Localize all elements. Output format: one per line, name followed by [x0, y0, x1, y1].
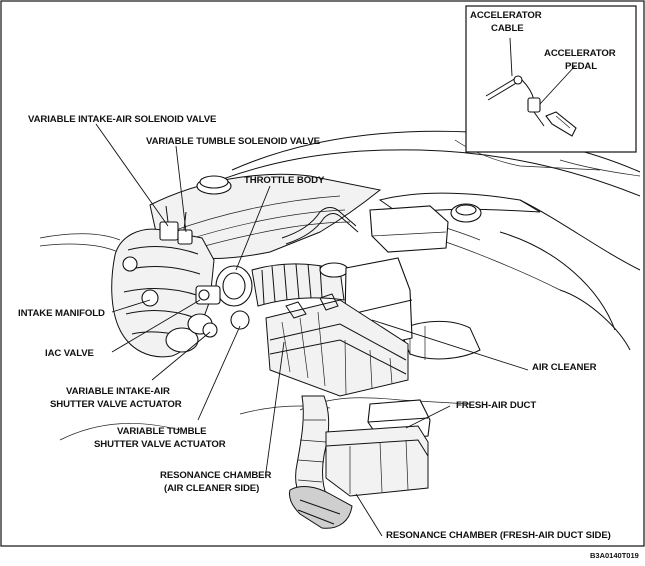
throttle-body-drawing	[195, 265, 253, 338]
label-variable-intake-air-shutter-line1: VARIABLE INTAKE-AIR	[66, 386, 170, 397]
label-intake-manifold: INTAKE MANIFOLD	[18, 308, 105, 319]
engine-bay-background	[39, 130, 641, 441]
label-variable-tumble-solenoid-valve: VARIABLE TUMBLE SOLENOID VALVE	[146, 136, 321, 147]
label-variable-intake-air-solenoid-valve: VARIABLE INTAKE-AIR SOLENOID VALVE	[28, 114, 217, 125]
label-fresh-air-duct: FRESH-AIR DUCT	[456, 400, 536, 411]
accelerator-inset	[465, 5, 637, 153]
label-variable-tumble-shutter-line2: SHUTTER VALVE ACTUATOR	[94, 439, 226, 450]
air-cleaner-drawing	[265, 257, 413, 397]
label-throttle-body: THROTTLE BODY	[244, 175, 325, 186]
figure-code: B3A0140T019	[590, 551, 639, 560]
label-resonance-chamber-fresh-air-duct: RESONANCE CHAMBER (FRESH-AIR DUCT SIDE)	[386, 530, 611, 541]
label-iac-valve: IAC VALVE	[45, 348, 95, 359]
label-air-cleaner: AIR CLEANER	[532, 362, 597, 373]
label-accelerator-pedal-line2: PEDAL	[565, 61, 597, 72]
label-accelerator-cable-line1: ACCELERATOR	[470, 10, 542, 21]
leader-lines	[95, 37, 576, 537]
inset-frame	[465, 5, 637, 153]
label-accelerator-cable-line2: CABLE	[491, 23, 524, 34]
intake-hose-drawing	[251, 262, 349, 307]
fresh-air-duct-drawing	[289, 395, 431, 529]
label-resonance-chamber-air-cleaner-line2: (AIR CLEANER SIDE)	[164, 483, 259, 494]
intake-manifold-drawing	[111, 205, 215, 358]
label-resonance-chamber-air-cleaner-line1: RESONANCE CHAMBER	[160, 470, 271, 481]
figure-frame	[0, 0, 645, 547]
label-accelerator-pedal-line1: ACCELERATOR	[544, 48, 616, 59]
label-variable-tumble-shutter-line1: VARIABLE TUMBLE	[117, 426, 207, 437]
label-variable-intake-air-shutter-line2: SHUTTER VALVE ACTUATOR	[50, 399, 182, 410]
